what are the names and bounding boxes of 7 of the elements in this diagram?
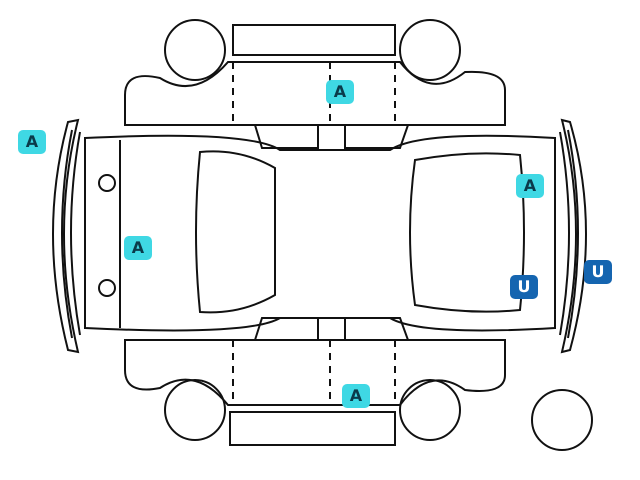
- damage-code-badge: U: [510, 275, 538, 299]
- damage-code-badge: U: [584, 260, 612, 284]
- damage-code-badge: A: [516, 174, 544, 198]
- damage-code-badge: A: [18, 130, 46, 154]
- damage-code-badge: A: [124, 236, 152, 260]
- damage-code-badge: A: [326, 80, 354, 104]
- damage-code-badge: A: [342, 384, 370, 408]
